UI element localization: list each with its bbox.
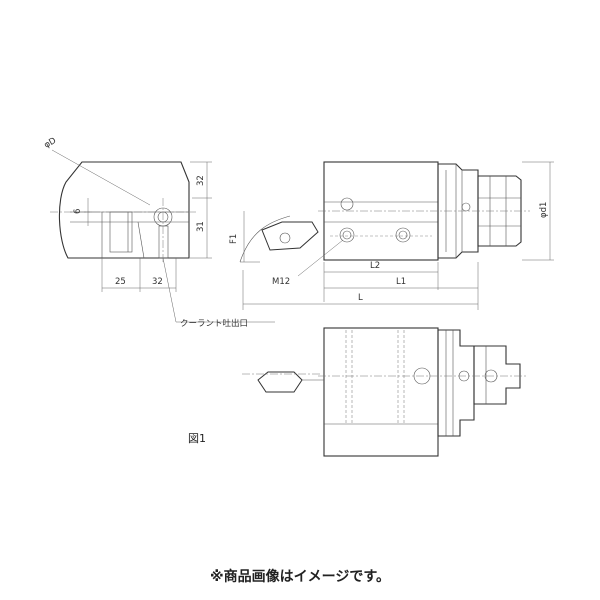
phi-d-label: φD xyxy=(43,136,59,151)
side-view xyxy=(50,149,275,323)
l-label: L xyxy=(358,293,363,303)
top-view xyxy=(242,327,528,457)
coolant-outlet-label: クーラント吐出口 xyxy=(180,318,248,329)
phi-d1-label: φd1 xyxy=(539,202,549,218)
f1-label: F1 xyxy=(229,234,239,244)
l1-label: L1 xyxy=(396,277,406,287)
dim-32-horizontal-label: 32 xyxy=(152,277,163,287)
dim-25-label: 25 xyxy=(115,277,126,287)
front-view xyxy=(239,161,554,310)
dim-31-label: 31 xyxy=(196,221,206,232)
dim-6-label: 6 xyxy=(73,209,83,214)
figure-label: 図1 xyxy=(188,432,206,445)
image-disclaimer-caption: ※商品画像はイメージです。 xyxy=(210,569,390,585)
l2-label: L2 xyxy=(370,261,380,271)
m12-label: M12 xyxy=(272,277,290,287)
dim-32-vertical-label: 32 xyxy=(196,175,206,186)
